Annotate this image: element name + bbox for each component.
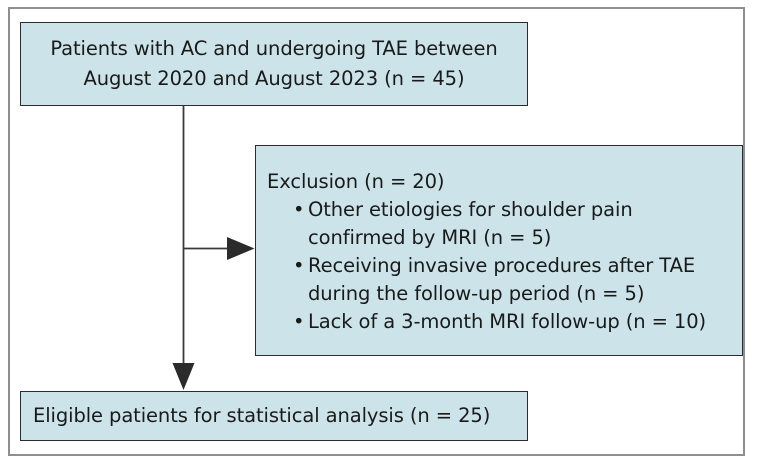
exclusion-item-1: • Other etiologies for shoulder pain con… [293, 196, 728, 252]
exclusion-item-1-line-1: Other etiologies for shoulder pain [308, 198, 633, 221]
bullet-dot-icon: • [293, 254, 305, 277]
exclusion-item-2-line-2: during the follow-up period (n = 5) [308, 282, 645, 305]
enrolled-line-2: August 2020 and August 2023 (n = 45) [83, 67, 465, 90]
bullet-dot-icon: • [293, 310, 305, 333]
node-eligible-patients: Eligible patients for statistical analys… [20, 391, 528, 441]
enrolled-line-1: Patients with AC and undergoing TAE betw… [50, 37, 498, 60]
eligible-line-1: Eligible patients for statistical analys… [33, 404, 491, 427]
node-enrolled-patients: Patients with AC and undergoing TAE betw… [20, 22, 528, 106]
exclusion-item-2: • Receiving invasive procedures after TA… [293, 252, 728, 308]
exclusion-item-1-line-2: confirmed by MRI (n = 5) [308, 226, 552, 249]
node-exclusion-criteria: Exclusion (n = 20) • Other etiologies fo… [255, 145, 743, 356]
exclusion-item-3-line-1: Lack of a 3-month MRI follow-up (n = 10) [308, 310, 707, 333]
figure-frame [8, 7, 745, 456]
exclusion-bullet-list: • Other etiologies for shoulder pain con… [267, 196, 728, 336]
exclusion-item-3: • Lack of a 3-month MRI follow-up (n = 1… [293, 308, 728, 336]
exclusion-item-2-line-1: Receiving invasive procedures after TAE [308, 254, 696, 277]
bullet-dot-icon: • [293, 198, 305, 221]
exclusion-title: Exclusion (n = 20) [267, 170, 445, 193]
